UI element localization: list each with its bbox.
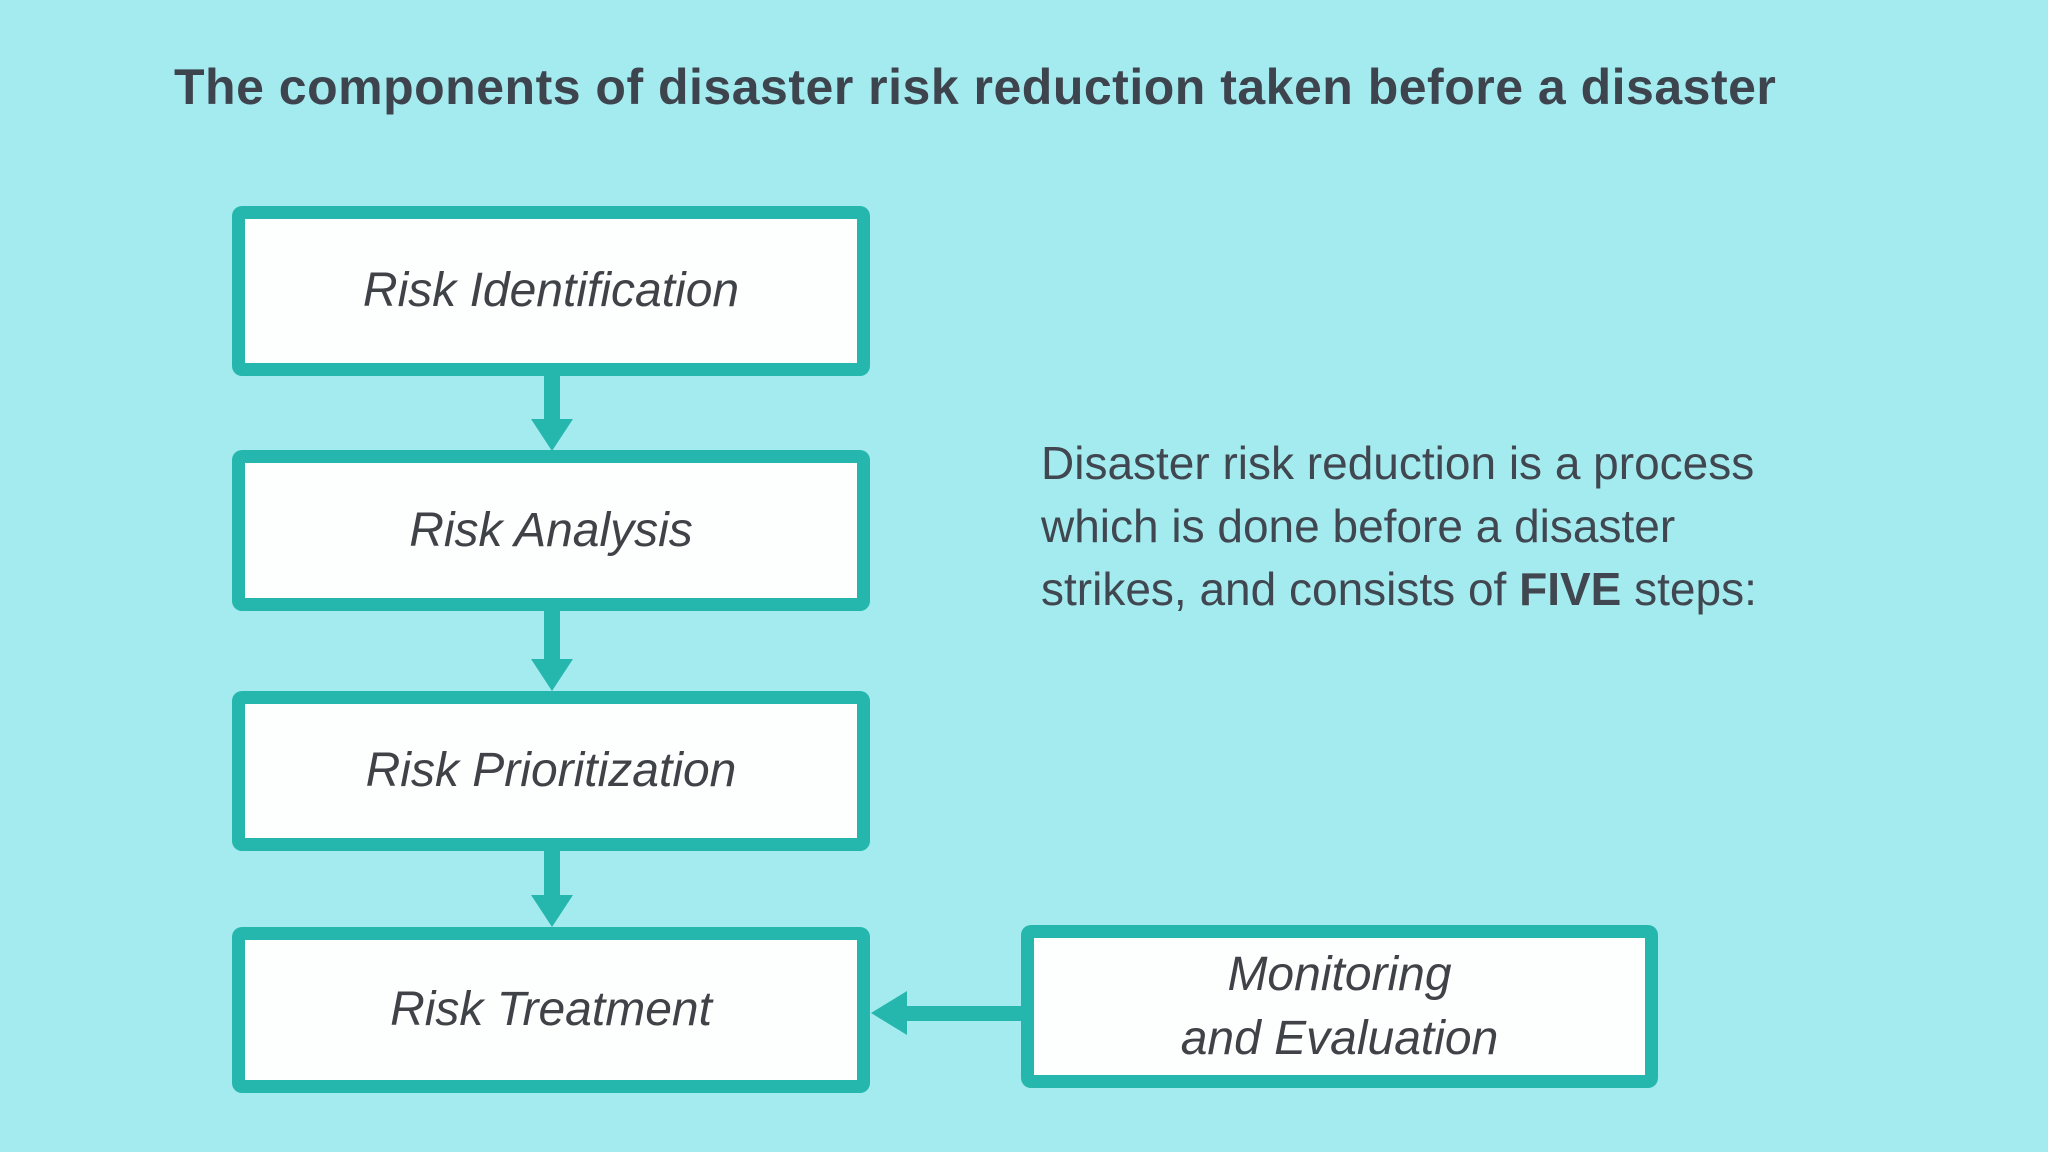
arrow-down-icon [544,374,560,420]
description-bold-five: FIVE [1519,563,1622,615]
flow-box-risk-analysis: Risk Analysis [232,450,870,611]
description-line-2: which is done before a disaster [1041,500,1676,552]
flow-box-label: Monitoring and Evaluation [1181,943,1499,1071]
flow-box-risk-prioritization: Risk Prioritization [232,691,870,851]
description-line-3-post: steps: [1621,563,1757,615]
flow-box-risk-identification: Risk Identification [232,206,870,376]
flow-box-label: Risk Treatment [390,983,712,1036]
flow-box-label: Risk Identification [362,264,740,317]
diagram-title: The components of disaster risk reductio… [174,59,1777,115]
side-box-line-2: and Evaluation [1180,1011,1499,1065]
flow-box-monitoring-and-evaluation: Monitoring and Evaluation [1021,925,1658,1088]
description-line-3-pre: strikes, and consists of [1041,563,1520,615]
arrow-left-icon [871,991,907,1035]
description-line-1: Disaster risk reduction is a process [1041,437,1755,489]
side-box-line-1: Monitoring [1227,947,1452,1001]
arrow-down-icon [531,659,573,691]
description-text: Disaster risk reduction is a process whi… [1041,432,1881,621]
flow-box-label: Risk Analysis [409,503,693,557]
arrow-down-icon [544,609,560,660]
arrow-down-icon [531,895,573,927]
arrow-down-icon [544,849,560,896]
arrow-down-icon [531,419,573,451]
flow-box-label: Risk Prioritization [365,744,737,797]
flow-box-risk-treatment: Risk Treatment [232,927,870,1093]
arrow-left-icon [906,1006,1023,1021]
